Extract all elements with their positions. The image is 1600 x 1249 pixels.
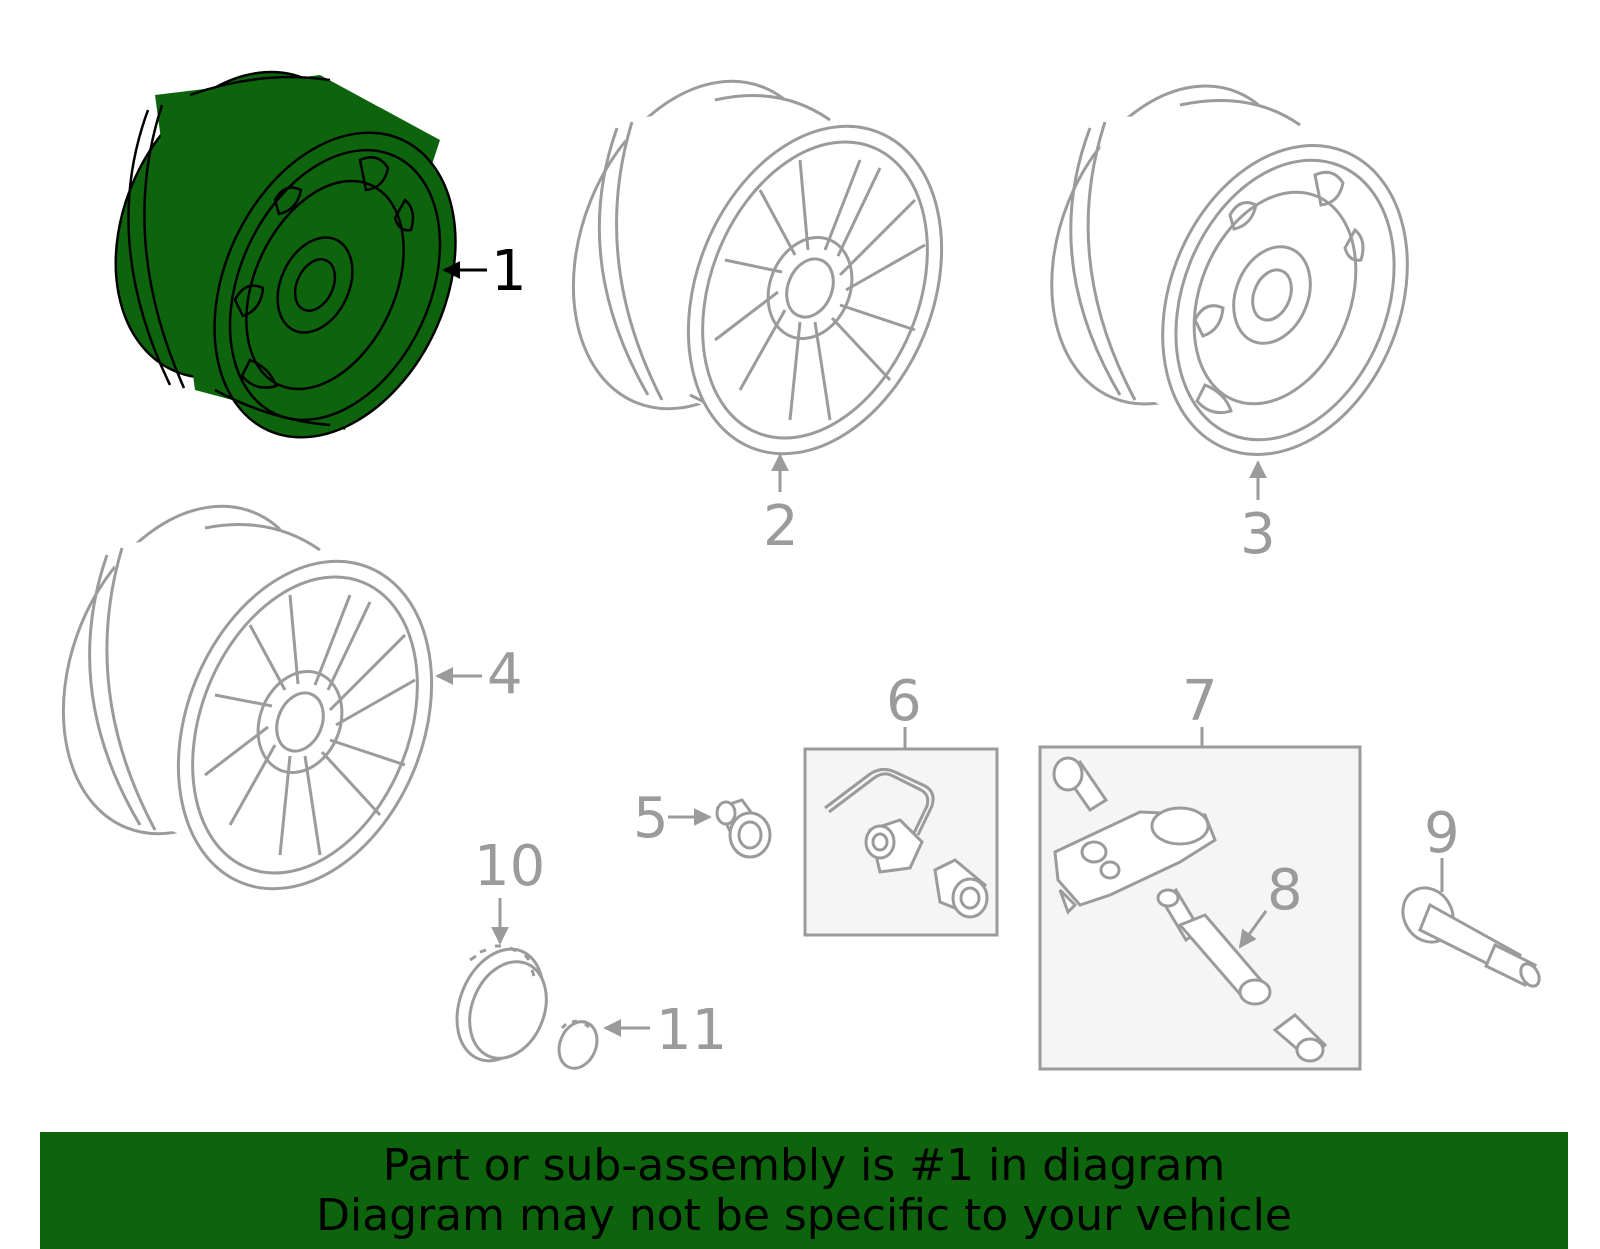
part-2-alloy-wheel[interactable] [527,43,988,492]
callout-10: 10 [474,834,545,899]
part-5-lug-nut[interactable] [715,798,772,859]
part-9-valve-stem[interactable] [1393,879,1543,990]
callout-1: 1 [491,239,527,304]
part-8-valve-stem[interactable] [1156,887,1328,1063]
part-3-steel-wheel[interactable] [1007,49,1452,491]
part-10-center-cap[interactable] [441,936,560,1074]
callout-11: 11 [656,998,727,1063]
callout-2: 2 [763,494,799,559]
callout-3: 3 [1240,502,1276,567]
part-4-alloy-wheel[interactable] [17,468,478,927]
callout-7: 7 [1182,669,1218,734]
part-7-tpms-sensor-box[interactable] [1038,745,1362,1071]
callout-6: 6 [886,669,922,734]
part-6-valve-kit-box[interactable] [803,747,999,937]
part-11-small-cap[interactable] [552,1016,603,1074]
info-banner: Part or sub-assembly is #1 in diagram Di… [40,1132,1568,1249]
callout-9: 9 [1424,801,1460,866]
banner-line-2: Diagram may not be specific to your vehi… [316,1189,1292,1241]
callout-5: 5 [633,786,669,851]
leader-8 [1238,910,1268,949]
callout-4: 4 [487,642,523,707]
banner-line-1: Part or sub-assembly is #1 in diagram [382,1139,1226,1191]
part-1-steel-wheel[interactable] [68,31,502,476]
callout-8: 8 [1267,858,1303,923]
